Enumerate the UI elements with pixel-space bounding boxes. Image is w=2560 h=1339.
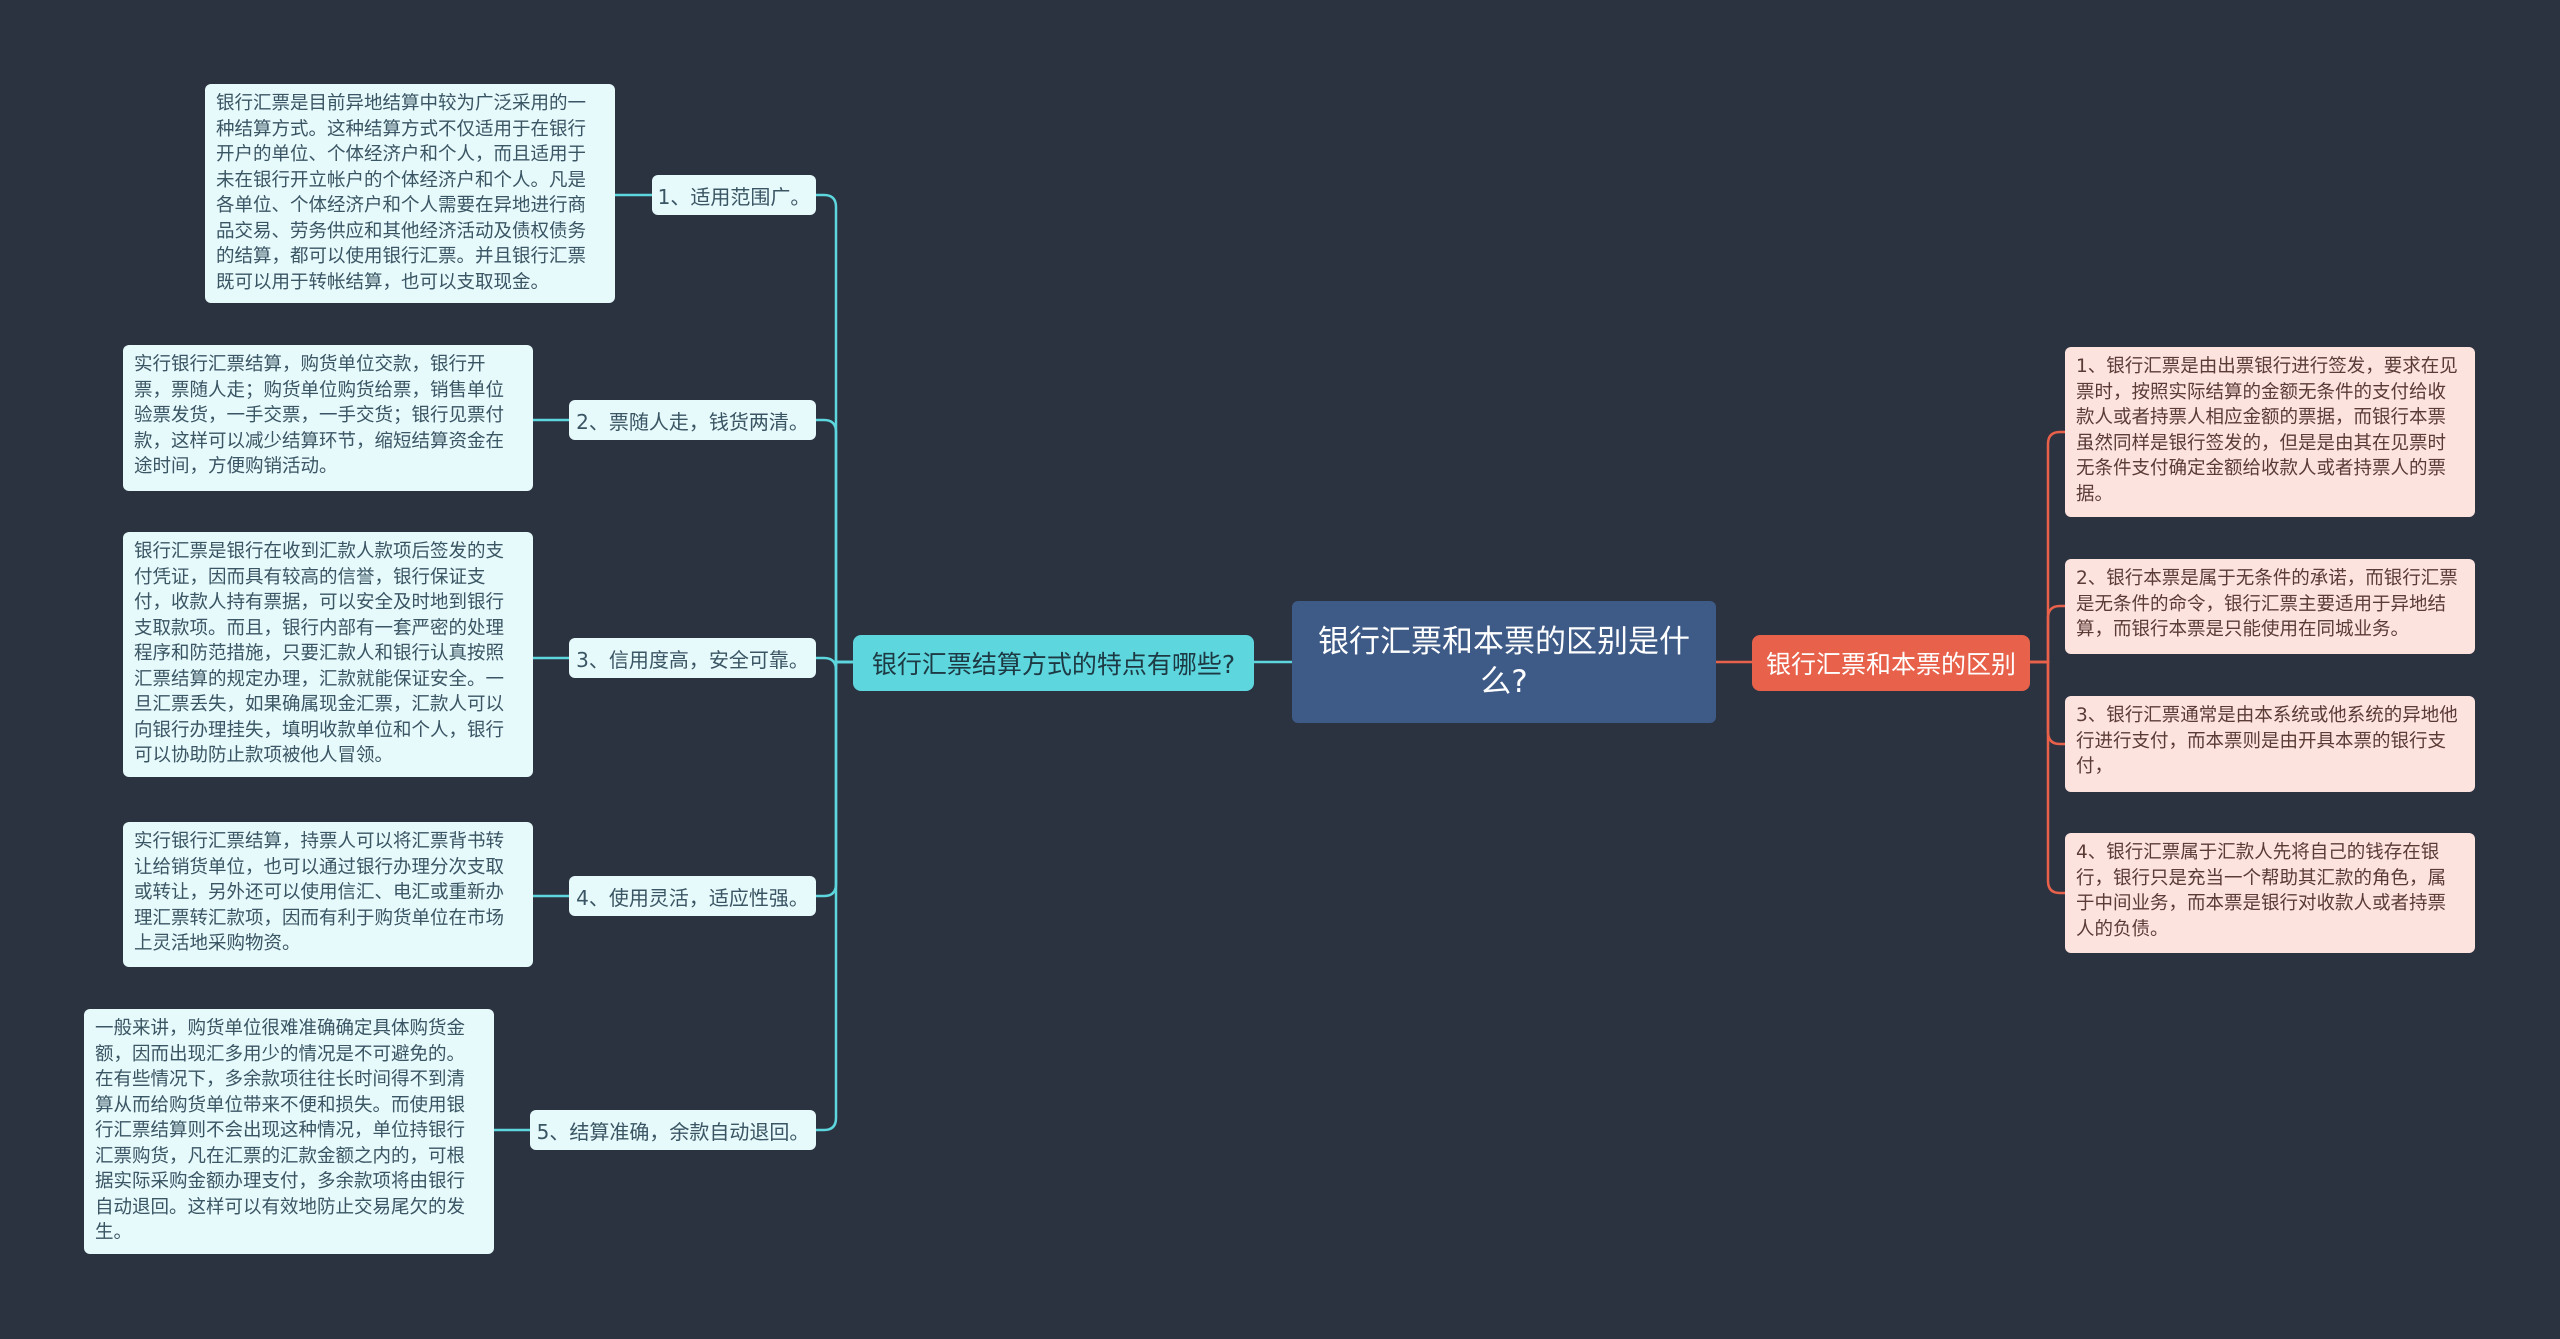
leaf-text: 4、银行汇票属于汇款人先将自己的钱存在银行，银行只是充当一个帮助其汇款的角色，属… [2076, 842, 2447, 940]
left-subtopic-5[interactable]: 5、结算准确，余款自动退回。 [530, 1110, 816, 1150]
right-leaf-3[interactable]: 3、银行汇票通常是由本系统或他系统的异地他行进行支付，而本票则是由开具本票的银行… [2065, 696, 2475, 792]
left-main-topic[interactable]: 银行汇票结算方式的特点有哪些? [853, 635, 1254, 691]
left-leaf-2[interactable]: 实行银行汇票结算，购货单位交款，银行开票，票随人走；购货单位购货给票，销售单位验… [123, 345, 533, 491]
leaf-text: 1、银行汇票是由出票银行进行签发，要求在见票时，按照实际结算的金额无条件的支付给… [2076, 356, 2458, 505]
leaf-text: 银行汇票是目前异地结算中较为广泛采用的一种结算方式。这种结算方式不仅适用于在银行… [216, 93, 587, 293]
subtopic-label: 3、信用度高，安全可靠。 [576, 647, 809, 672]
leaf-text: 银行汇票是银行在收到汇款人款项后签发的支付凭证，因而具有较高的信誉，银行保证支付… [134, 541, 505, 766]
leaf-text: 一般来讲，购货单位很难准确确定具体购货金额，因而出现汇多用少的情况是不可避免的。… [95, 1018, 466, 1243]
right-main-topic[interactable]: 银行汇票和本票的区别 [1752, 635, 2030, 691]
central-topic[interactable]: 银行汇票和本票的区别是什么? [1292, 601, 1716, 723]
leaf-text: 3、银行汇票通常是由本系统或他系统的异地他行进行支付，而本票则是由开具本票的银行… [2076, 705, 2458, 777]
right-leaf-1[interactable]: 1、银行汇票是由出票银行进行签发，要求在见票时，按照实际结算的金额无条件的支付给… [2065, 347, 2475, 517]
right-leaf-4[interactable]: 4、银行汇票属于汇款人先将自己的钱存在银行，银行只是充当一个帮助其汇款的角色，属… [2065, 833, 2475, 953]
left-leaf-3[interactable]: 银行汇票是银行在收到汇款人款项后签发的支付凭证，因而具有较高的信誉，银行保证支付… [123, 532, 533, 777]
left-subtopic-2[interactable]: 2、票随人走，钱货两清。 [569, 400, 816, 440]
left-leaf-5[interactable]: 一般来讲，购货单位很难准确确定具体购货金额，因而出现汇多用少的情况是不可避免的。… [84, 1009, 494, 1254]
left-subtopic-4[interactable]: 4、使用灵活，适应性强。 [569, 876, 816, 916]
leaf-text: 实行银行汇票结算，购货单位交款，银行开票，票随人走；购货单位购货给票，销售单位验… [134, 354, 505, 477]
subtopic-label: 4、使用灵活，适应性强。 [576, 885, 809, 910]
leaf-text: 2、银行本票是属于无条件的承诺，而银行汇票是无条件的命令，银行汇票主要适用于异地… [2076, 568, 2458, 640]
left-leaf-4[interactable]: 实行银行汇票结算，持票人可以将汇票背书转让给销货单位，也可以通过银行办理分次支取… [123, 822, 533, 967]
link-left-sub-4 [816, 660, 853, 898]
leaf-text: 实行银行汇票结算，持票人可以将汇票背书转让给销货单位，也可以通过银行办理分次支取… [134, 831, 505, 954]
left-main-topic-text: 银行汇票结算方式的特点有哪些? [871, 650, 1236, 679]
right-leaf-2[interactable]: 2、银行本票是属于无条件的承诺，而银行汇票是无条件的命令，银行汇票主要适用于异地… [2065, 559, 2475, 654]
central-topic-text: 银行汇票和本票的区别是什么? [1318, 624, 1690, 700]
link-left-sub-3 [816, 656, 853, 671]
link-right-leaf-3 [2030, 660, 2065, 746]
link-left-sub-1 [816, 193, 853, 664]
link-left-sub-5 [816, 660, 853, 1132]
left-subtopic-1[interactable]: 1、适用范围广。 [652, 175, 816, 215]
subtopic-label: 1、适用范围广。 [657, 184, 811, 209]
right-main-topic-text: 银行汇票和本票的区别 [1765, 650, 2016, 679]
link-right-leaf-1 [2030, 430, 2065, 664]
link-left-sub-2 [816, 418, 853, 664]
link-right-leaf-2 [2030, 604, 2065, 664]
link-right-leaf-4 [2030, 660, 2065, 895]
left-leaf-1[interactable]: 银行汇票是目前异地结算中较为广泛采用的一种结算方式。这种结算方式不仅适用于在银行… [205, 84, 615, 303]
subtopic-label: 5、结算准确，余款自动退回。 [536, 1119, 810, 1144]
subtopic-label: 2、票随人走，钱货两清。 [576, 409, 809, 434]
left-subtopic-3[interactable]: 3、信用度高，安全可靠。 [569, 638, 816, 678]
